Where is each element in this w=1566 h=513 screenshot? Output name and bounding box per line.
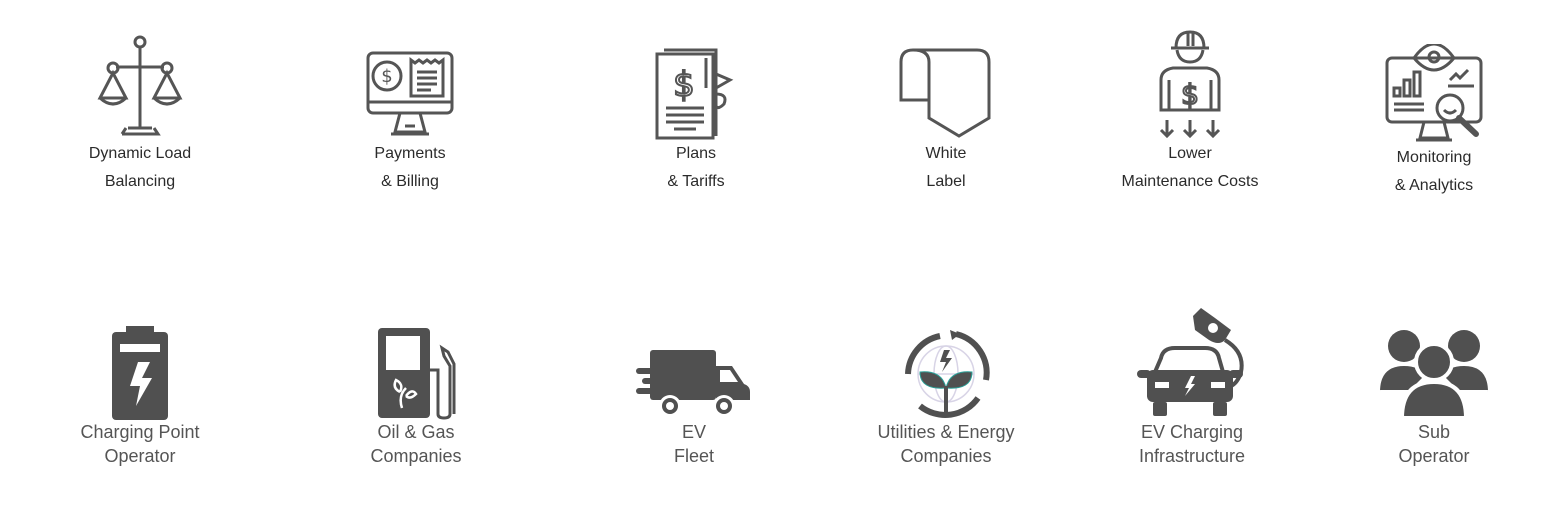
feature-label-line2: & Billing	[381, 173, 439, 190]
svg-text:$: $	[1181, 78, 1199, 111]
feature-monitoring-analytics: Monitoring & Analytics	[1334, 34, 1534, 200]
audience-oil-gas-companies[interactable]: Oil & Gas Companies	[316, 310, 516, 468]
audience-sub-operator[interactable]: Sub Operator	[1334, 310, 1534, 468]
feature-label-line2: & Tariffs	[667, 173, 725, 190]
audience-label-line2: Fleet	[673, 446, 715, 466]
document-dollar-icon: $	[655, 48, 734, 140]
audience-label-line1: Utilities & Energy	[877, 422, 1015, 442]
scale-balance-icon	[97, 35, 183, 136]
feature-white-label: White Label	[846, 30, 1046, 196]
feature-label-line1: White	[925, 145, 967, 162]
worker-dollar-icon: $	[1159, 30, 1221, 139]
fuel-pump-leaf-icon	[378, 328, 456, 420]
feature-label-line1: Plans	[675, 145, 717, 162]
feature-label-line1: Payments	[374, 145, 446, 162]
feature-label-line2: Label	[926, 173, 966, 190]
monitor-payment-icon: $	[366, 51, 454, 136]
feature-label-line2: & Analytics	[1394, 177, 1474, 194]
audience-utilities-energy-companies[interactable]: Utilities & Energy Companies	[846, 310, 1046, 468]
feature-lower-maintenance-costs: $ Lower Maintenance Costs	[1090, 30, 1290, 196]
audience-label-line1: EV Charging	[1140, 422, 1244, 442]
users-group-icon	[1380, 330, 1488, 420]
battery-charge-icon	[112, 326, 168, 420]
feature-label-line2: Balancing	[104, 173, 176, 190]
audience-label-line1: EV	[681, 422, 706, 442]
svg-text:$: $	[381, 66, 392, 87]
audience-label-line2: Operator	[1398, 446, 1470, 466]
audience-charging-point-operator[interactable]: Charging Point Operator	[40, 310, 240, 468]
audience-label-line1: Charging Point	[80, 422, 200, 442]
feature-payments-billing: $ Payments & Billing	[310, 30, 510, 196]
feature-label-line1: Dynamic Load	[88, 145, 192, 162]
audience-label-line2: Infrastructure	[1138, 446, 1246, 466]
delivery-truck-icon	[636, 350, 750, 417]
feature-label-line1: Lower	[1168, 145, 1212, 162]
feature-plans-tariffs: $ Plans & Tariffs	[596, 30, 796, 196]
feature-label-line1: Monitoring	[1396, 149, 1472, 166]
audience-label-line2: Companies	[370, 446, 462, 466]
feature-dynamic-load-balancing: Dynamic Load Balancing	[40, 30, 240, 196]
audience-label-line1: Sub	[1417, 422, 1451, 442]
svg-text:$: $	[673, 65, 695, 105]
energy-cycle-plant-icon	[905, 330, 990, 418]
audience-label-line2: Operator	[104, 446, 176, 466]
feature-label-line2: Maintenance Costs	[1121, 173, 1259, 190]
ribbon-label-icon	[899, 48, 991, 138]
audience-label-line1: Oil & Gas	[377, 422, 455, 442]
audience-ev-charging-infrastructure[interactable]: EV Charging Infrastructure	[1092, 302, 1292, 468]
audience-ev-fleet[interactable]: EV Fleet	[594, 310, 794, 468]
audience-label-line2: Companies	[900, 446, 992, 466]
ev-car-plug-icon	[1137, 308, 1244, 416]
monitor-analytics-icon	[1385, 44, 1483, 142]
